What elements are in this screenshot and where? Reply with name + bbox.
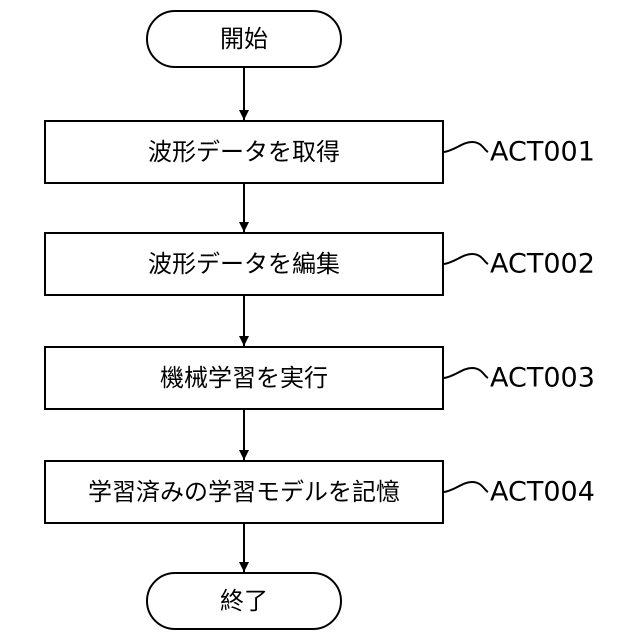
step-4-text: 学習済みの学習モデルを記憶 — [88, 480, 400, 504]
process-step-1: 波形データを取得 — [44, 120, 444, 184]
end-label: 終了 — [220, 589, 268, 613]
process-step-3: 機械学習を実行 — [44, 346, 444, 410]
step-4-id: ACT004 — [490, 479, 595, 506]
step-2-id: ACT002 — [490, 251, 595, 278]
leader-line-step-4 — [444, 482, 488, 492]
process-step-4: 学習済みの学習モデルを記憶 — [44, 460, 444, 524]
start-terminal: 開始 — [146, 10, 342, 68]
end-terminal: 終了 — [146, 572, 342, 630]
leader-line-step-2 — [444, 254, 488, 264]
start-label: 開始 — [220, 27, 268, 51]
process-step-2: 波形データを編集 — [44, 232, 444, 296]
step-2-text: 波形データを編集 — [148, 252, 340, 276]
step-1-id: ACT001 — [490, 139, 595, 166]
leader-line-step-3 — [444, 368, 488, 378]
leader-line-step-1 — [444, 142, 488, 152]
step-3-id: ACT003 — [490, 365, 595, 392]
step-1-text: 波形データを取得 — [148, 140, 340, 164]
step-3-text: 機械学習を実行 — [160, 366, 328, 390]
